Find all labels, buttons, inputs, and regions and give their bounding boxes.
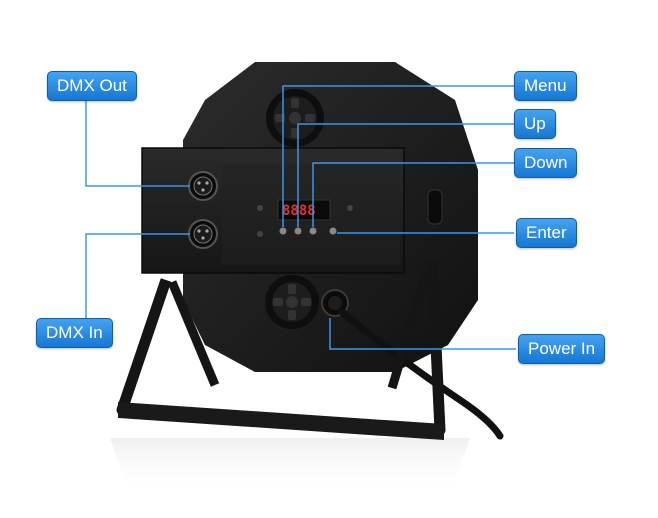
floor-reflection xyxy=(110,438,470,495)
menu-label: Menu xyxy=(514,71,577,101)
power-in-leader xyxy=(329,318,516,350)
power-cable xyxy=(338,308,504,440)
dmx-out-leader xyxy=(85,98,190,187)
dmx-in-label: DMX In xyxy=(36,318,113,348)
bottom-fan-vent xyxy=(265,275,319,329)
power-in-label: Power In xyxy=(518,334,606,364)
enter-button[interactable] xyxy=(329,227,337,235)
dmx-in-connector xyxy=(188,219,218,249)
dmx-in-leader xyxy=(85,233,190,320)
down-label: Down xyxy=(514,148,578,178)
up-label: Up xyxy=(514,109,556,139)
dmx-out-label: DMX Out xyxy=(47,71,137,101)
dmx-out-connector xyxy=(188,171,218,201)
up-button[interactable] xyxy=(294,227,302,235)
yoke-base xyxy=(118,402,444,440)
led-display xyxy=(277,199,331,221)
up-leader xyxy=(297,123,514,227)
menu-leader xyxy=(282,85,514,227)
top-fan-vent xyxy=(266,89,324,147)
menu-button[interactable] xyxy=(279,227,287,235)
leader-lines xyxy=(85,85,516,350)
side-knob xyxy=(427,189,443,225)
down-button[interactable] xyxy=(309,227,317,235)
display-digits: 8888 xyxy=(282,203,316,219)
enter-label: Enter xyxy=(516,218,577,248)
down-leader xyxy=(312,162,514,227)
